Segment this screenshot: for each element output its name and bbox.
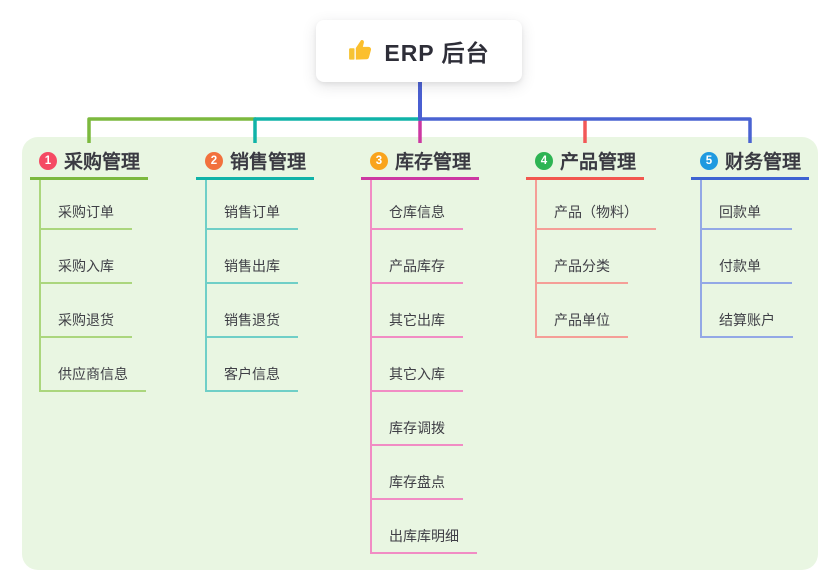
child-node[interactable]: 其它出库 xyxy=(372,284,463,338)
branch-product: 4 产品管理 产品（物料） 产品分类 产品单位 xyxy=(526,147,656,338)
child-node[interactable]: 库存盘点 xyxy=(372,446,463,500)
child-node[interactable]: 库存调拨 xyxy=(372,392,463,446)
branch-inventory: 3 库存管理 仓库信息 产品库存 其它出库 其它入库 库存调拨 库存盘点 出库库… xyxy=(361,147,479,554)
branch-finance-header[interactable]: 5 财务管理 xyxy=(691,147,809,180)
thumbs-up-icon xyxy=(348,38,374,64)
child-node[interactable]: 销售出库 xyxy=(207,230,298,284)
branch-title: 产品管理 xyxy=(560,152,637,173)
child-node[interactable]: 客户信息 xyxy=(207,338,298,392)
root-title: ERP 后台 xyxy=(384,40,490,66)
child-node[interactable]: 产品单位 xyxy=(537,284,628,338)
branch-purchase-children: 采购订单 采购入库 采购退货 供应商信息 xyxy=(39,180,148,392)
branch-sales-children: 销售订单 销售出库 销售退货 客户信息 xyxy=(205,180,314,392)
branch-title: 财务管理 xyxy=(725,152,802,173)
child-node[interactable]: 销售订单 xyxy=(207,180,298,230)
child-node[interactable]: 结算账户 xyxy=(702,284,793,338)
child-node[interactable]: 采购订单 xyxy=(41,180,132,230)
branch-title: 销售管理 xyxy=(230,152,307,173)
branch-product-children: 产品（物料） 产品分类 产品单位 xyxy=(535,180,656,338)
branch-purchase: 1 采购管理 采购订单 采购入库 采购退货 供应商信息 xyxy=(30,147,148,392)
branch-sales-header[interactable]: 2 销售管理 xyxy=(196,147,314,180)
branch-title: 采购管理 xyxy=(64,152,141,173)
branch-number-badge: 1 xyxy=(39,151,57,170)
child-node[interactable]: 付款单 xyxy=(702,230,792,284)
branch-sales: 2 销售管理 销售订单 销售出库 销售退货 客户信息 xyxy=(196,147,314,392)
branch-inventory-children: 仓库信息 产品库存 其它出库 其它入库 库存调拨 库存盘点 出库库明细 xyxy=(370,180,479,554)
branch-inventory-header[interactable]: 3 库存管理 xyxy=(361,147,479,180)
branches-panel xyxy=(22,137,818,570)
branch-title: 库存管理 xyxy=(395,152,472,173)
child-node[interactable]: 产品分类 xyxy=(537,230,628,284)
child-node[interactable]: 仓库信息 xyxy=(372,180,463,230)
child-node[interactable]: 出库库明细 xyxy=(372,500,477,554)
branch-number-badge: 2 xyxy=(205,151,223,170)
branch-finance: 5 财务管理 回款单 付款单 结算账户 xyxy=(691,147,809,338)
child-node[interactable]: 销售退货 xyxy=(207,284,298,338)
child-node[interactable]: 采购入库 xyxy=(41,230,132,284)
child-node[interactable]: 采购退货 xyxy=(41,284,132,338)
branch-number-badge: 5 xyxy=(700,151,718,170)
branch-finance-children: 回款单 付款单 结算账户 xyxy=(700,180,809,338)
root-node[interactable]: ERP 后台 xyxy=(316,20,522,82)
branch-purchase-header[interactable]: 1 采购管理 xyxy=(30,147,148,180)
child-node[interactable]: 供应商信息 xyxy=(41,338,146,392)
branch-number-badge: 3 xyxy=(370,151,388,170)
child-node[interactable]: 产品（物料） xyxy=(537,180,656,230)
child-node[interactable]: 其它入库 xyxy=(372,338,463,392)
branch-number-badge: 4 xyxy=(535,151,553,170)
child-node[interactable]: 产品库存 xyxy=(372,230,463,284)
branch-product-header[interactable]: 4 产品管理 xyxy=(526,147,644,180)
child-node[interactable]: 回款单 xyxy=(702,180,792,230)
